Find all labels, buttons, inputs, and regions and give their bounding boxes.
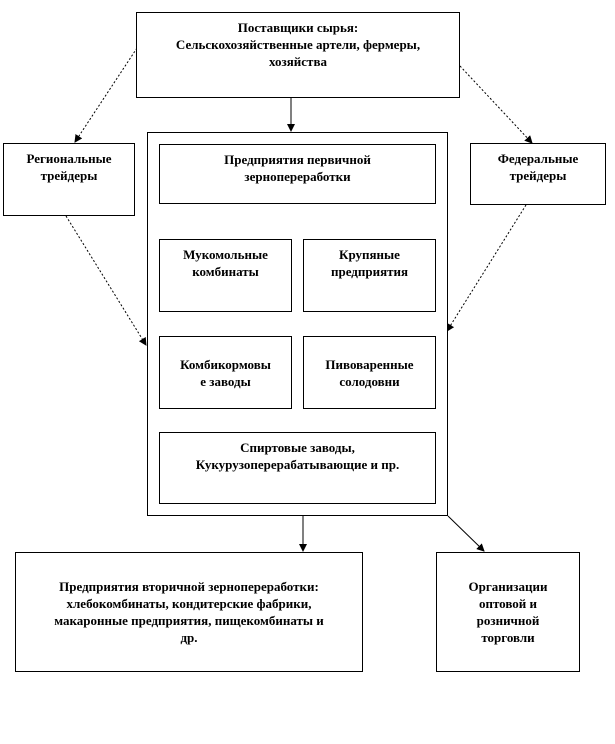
alcohol-plants-line-2: Кукурузоперерабатывающие и пр. — [195, 457, 400, 472]
feed-mills-line-2: е заводы — [200, 373, 251, 389]
regional-traders-line-2: трейдеры — [40, 168, 98, 183]
suppliers-line-2: Сельскохозяйственные артели, фермеры, — [175, 37, 421, 52]
trade-organizations-line-2: оптовой и — [478, 596, 538, 611]
secondary-processing-line-2: хлебокомбинаты, кондитерские фабрики, — [66, 596, 312, 611]
secondary-processing-box: Предприятия вторичной зернопереработки: … — [15, 552, 363, 672]
cereal-enterprises-line-2: предприятия — [330, 264, 409, 279]
arrow-federal-to-primary — [446, 204, 527, 332]
secondary-processing-line-1: Предприятия вторичной зернопереработки: — [59, 579, 319, 594]
trade-organizations-line-4: торговли — [481, 630, 535, 645]
primary-title-line-1: Предприятия первичной — [224, 152, 371, 167]
alcohol-plants-box: Спиртовые заводы, Кукурузоперерабатывающ… — [159, 432, 436, 504]
primary-processing-title-box: Предприятия первичной зернопереработки — [159, 144, 436, 204]
secondary-processing-line-4: др. — [180, 630, 198, 645]
flour-mills-line-1: Мукомольные — [183, 247, 268, 262]
suppliers-line-1: Поставщики сырья: — [237, 20, 359, 35]
primary-title-line-2: зернопереработки — [244, 169, 351, 184]
federal-traders-box: Федеральные трейдеры — [470, 143, 606, 205]
malt-houses-line-2: солодовни — [339, 373, 400, 389]
trade-organizations-line-3: розничной — [476, 613, 540, 628]
trade-organizations-box: Организации оптовой и розничной торговли — [436, 552, 580, 672]
arrow-regional-to-primary — [65, 215, 147, 346]
feed-mills-line-1: Комбикормовы — [180, 356, 271, 372]
flour-mills-box: Мукомольные комбинаты — [159, 239, 292, 312]
suppliers-box: Поставщики сырья: Сельскохозяйственные а… — [136, 12, 460, 98]
federal-traders-line-2: трейдеры — [509, 168, 567, 183]
secondary-processing-line-3: макаронные предприятия, пищекомбинаты и — [54, 613, 324, 628]
feed-mills-box: Комбикормовы е заводы — [159, 336, 292, 409]
malt-houses-line-1: Пивоваренные — [325, 356, 414, 372]
malt-houses-box: Пивоваренные солодовни — [303, 336, 436, 409]
arrow-suppliers-to-federal — [459, 65, 533, 144]
federal-traders-line-1: Федеральные — [497, 151, 579, 166]
regional-traders-line-1: Региональные — [26, 151, 112, 166]
alcohol-plants-line-1: Спиртовые заводы, — [240, 440, 355, 455]
trade-organizations-line-1: Организации — [468, 579, 548, 594]
cereal-enterprises-box: Крупяные предприятия — [303, 239, 436, 312]
arrow-primary-to-trade — [447, 515, 485, 552]
arrow-suppliers-to-regional — [74, 47, 138, 143]
flour-mills-line-2: комбинаты — [192, 264, 259, 279]
suppliers-line-3: хозяйства — [269, 54, 327, 69]
regional-traders-box: Региональные трейдеры — [3, 143, 135, 216]
cereal-enterprises-line-1: Крупяные — [339, 247, 400, 262]
